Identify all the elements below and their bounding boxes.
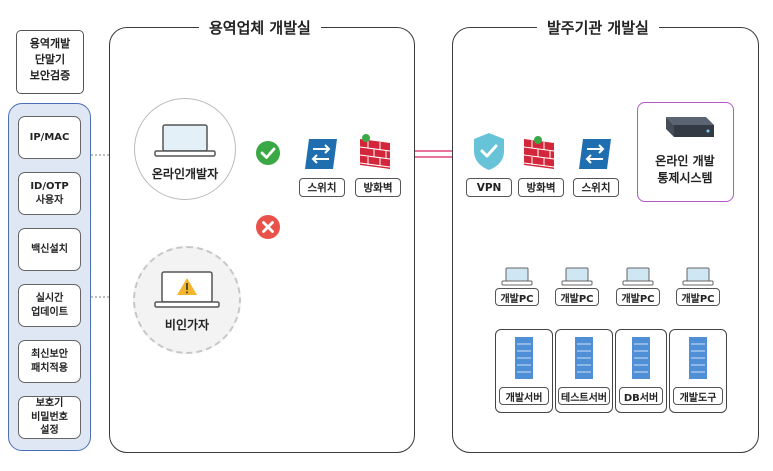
check-icon — [256, 141, 280, 165]
vendor-firewall-label: 방화벽 — [355, 178, 401, 197]
checklist-item-id-otp: ID/OTP 사용자 — [18, 172, 81, 215]
firewall-icon — [523, 136, 555, 169]
dev-pc-label: 개발PC — [676, 288, 720, 306]
client-firewall-label: 방화벽 — [518, 178, 564, 197]
control-system-label: 온라인 개발 통제시스템 — [655, 154, 715, 186]
online-developer-label: 온라인개발자 — [151, 167, 219, 181]
vendor-dev-room-panel — [109, 27, 415, 453]
pc-icon — [561, 267, 593, 286]
server-appliance-icon — [666, 117, 714, 137]
client-switch-label: 스위치 — [573, 178, 619, 197]
server-label: 개발도구 — [673, 387, 723, 405]
checklist-item-ip-mac: IP/MAC — [18, 116, 81, 159]
server-card: DB서버 — [615, 329, 667, 413]
client-panel-title: 발주기관 개발실 — [537, 17, 659, 38]
checklist-item-realtime-update: 실시간 업데이트 — [18, 284, 81, 327]
online-developer-node: 온라인개발자 — [134, 98, 236, 200]
dev-pc-label: 개발PC — [555, 288, 599, 306]
server-rack-icon — [689, 337, 707, 379]
checklist-item-antivirus: 백신설치 — [18, 228, 81, 271]
firewall-icon — [359, 134, 391, 169]
dev-pc-label: 개발PC — [616, 288, 660, 306]
server-rack-icon — [575, 337, 593, 379]
security-checklist: IP/MAC ID/OTP 사용자 백신설치 실시간 업데이트 최신보안 패치적… — [8, 103, 91, 451]
server-card: 테스트서버 — [555, 329, 613, 413]
server-label: 테스트서버 — [558, 387, 610, 405]
vpn-shield-icon — [474, 133, 504, 170]
laptop-icon — [154, 124, 216, 157]
security-verification-title: 용역개발 단말기 보안검증 — [16, 30, 84, 94]
server-label: DB서버 — [619, 387, 663, 405]
switch-icon — [305, 139, 337, 169]
pc-icon — [501, 267, 533, 286]
vendor-panel-title: 용역업체 개발실 — [199, 17, 321, 38]
unauthorized-user-label: 비인가자 — [164, 318, 210, 332]
deny-icon — [256, 215, 280, 239]
server-card: 개발도구 — [669, 329, 727, 413]
unauthorized-user-node: 비인가자 — [133, 246, 241, 354]
vendor-switch-label: 스위치 — [299, 178, 345, 197]
server-rack-icon — [632, 337, 650, 379]
pc-icon — [622, 267, 654, 286]
checklist-item-password: 보호기 비밀번호 설정 — [18, 396, 81, 439]
pc-icon — [682, 267, 714, 286]
vpn-label: VPN — [466, 178, 512, 197]
dev-control-system: 온라인 개발 통제시스템 — [637, 102, 734, 202]
server-label: 개발서버 — [499, 387, 549, 405]
switch-icon — [579, 139, 611, 169]
warning-laptop-icon — [154, 271, 220, 308]
server-rack-icon — [515, 337, 533, 379]
checklist-item-security-patch: 최신보안 패치적용 — [18, 340, 81, 383]
server-card: 개발서버 — [495, 329, 553, 413]
dev-pc-label: 개발PC — [495, 288, 539, 306]
